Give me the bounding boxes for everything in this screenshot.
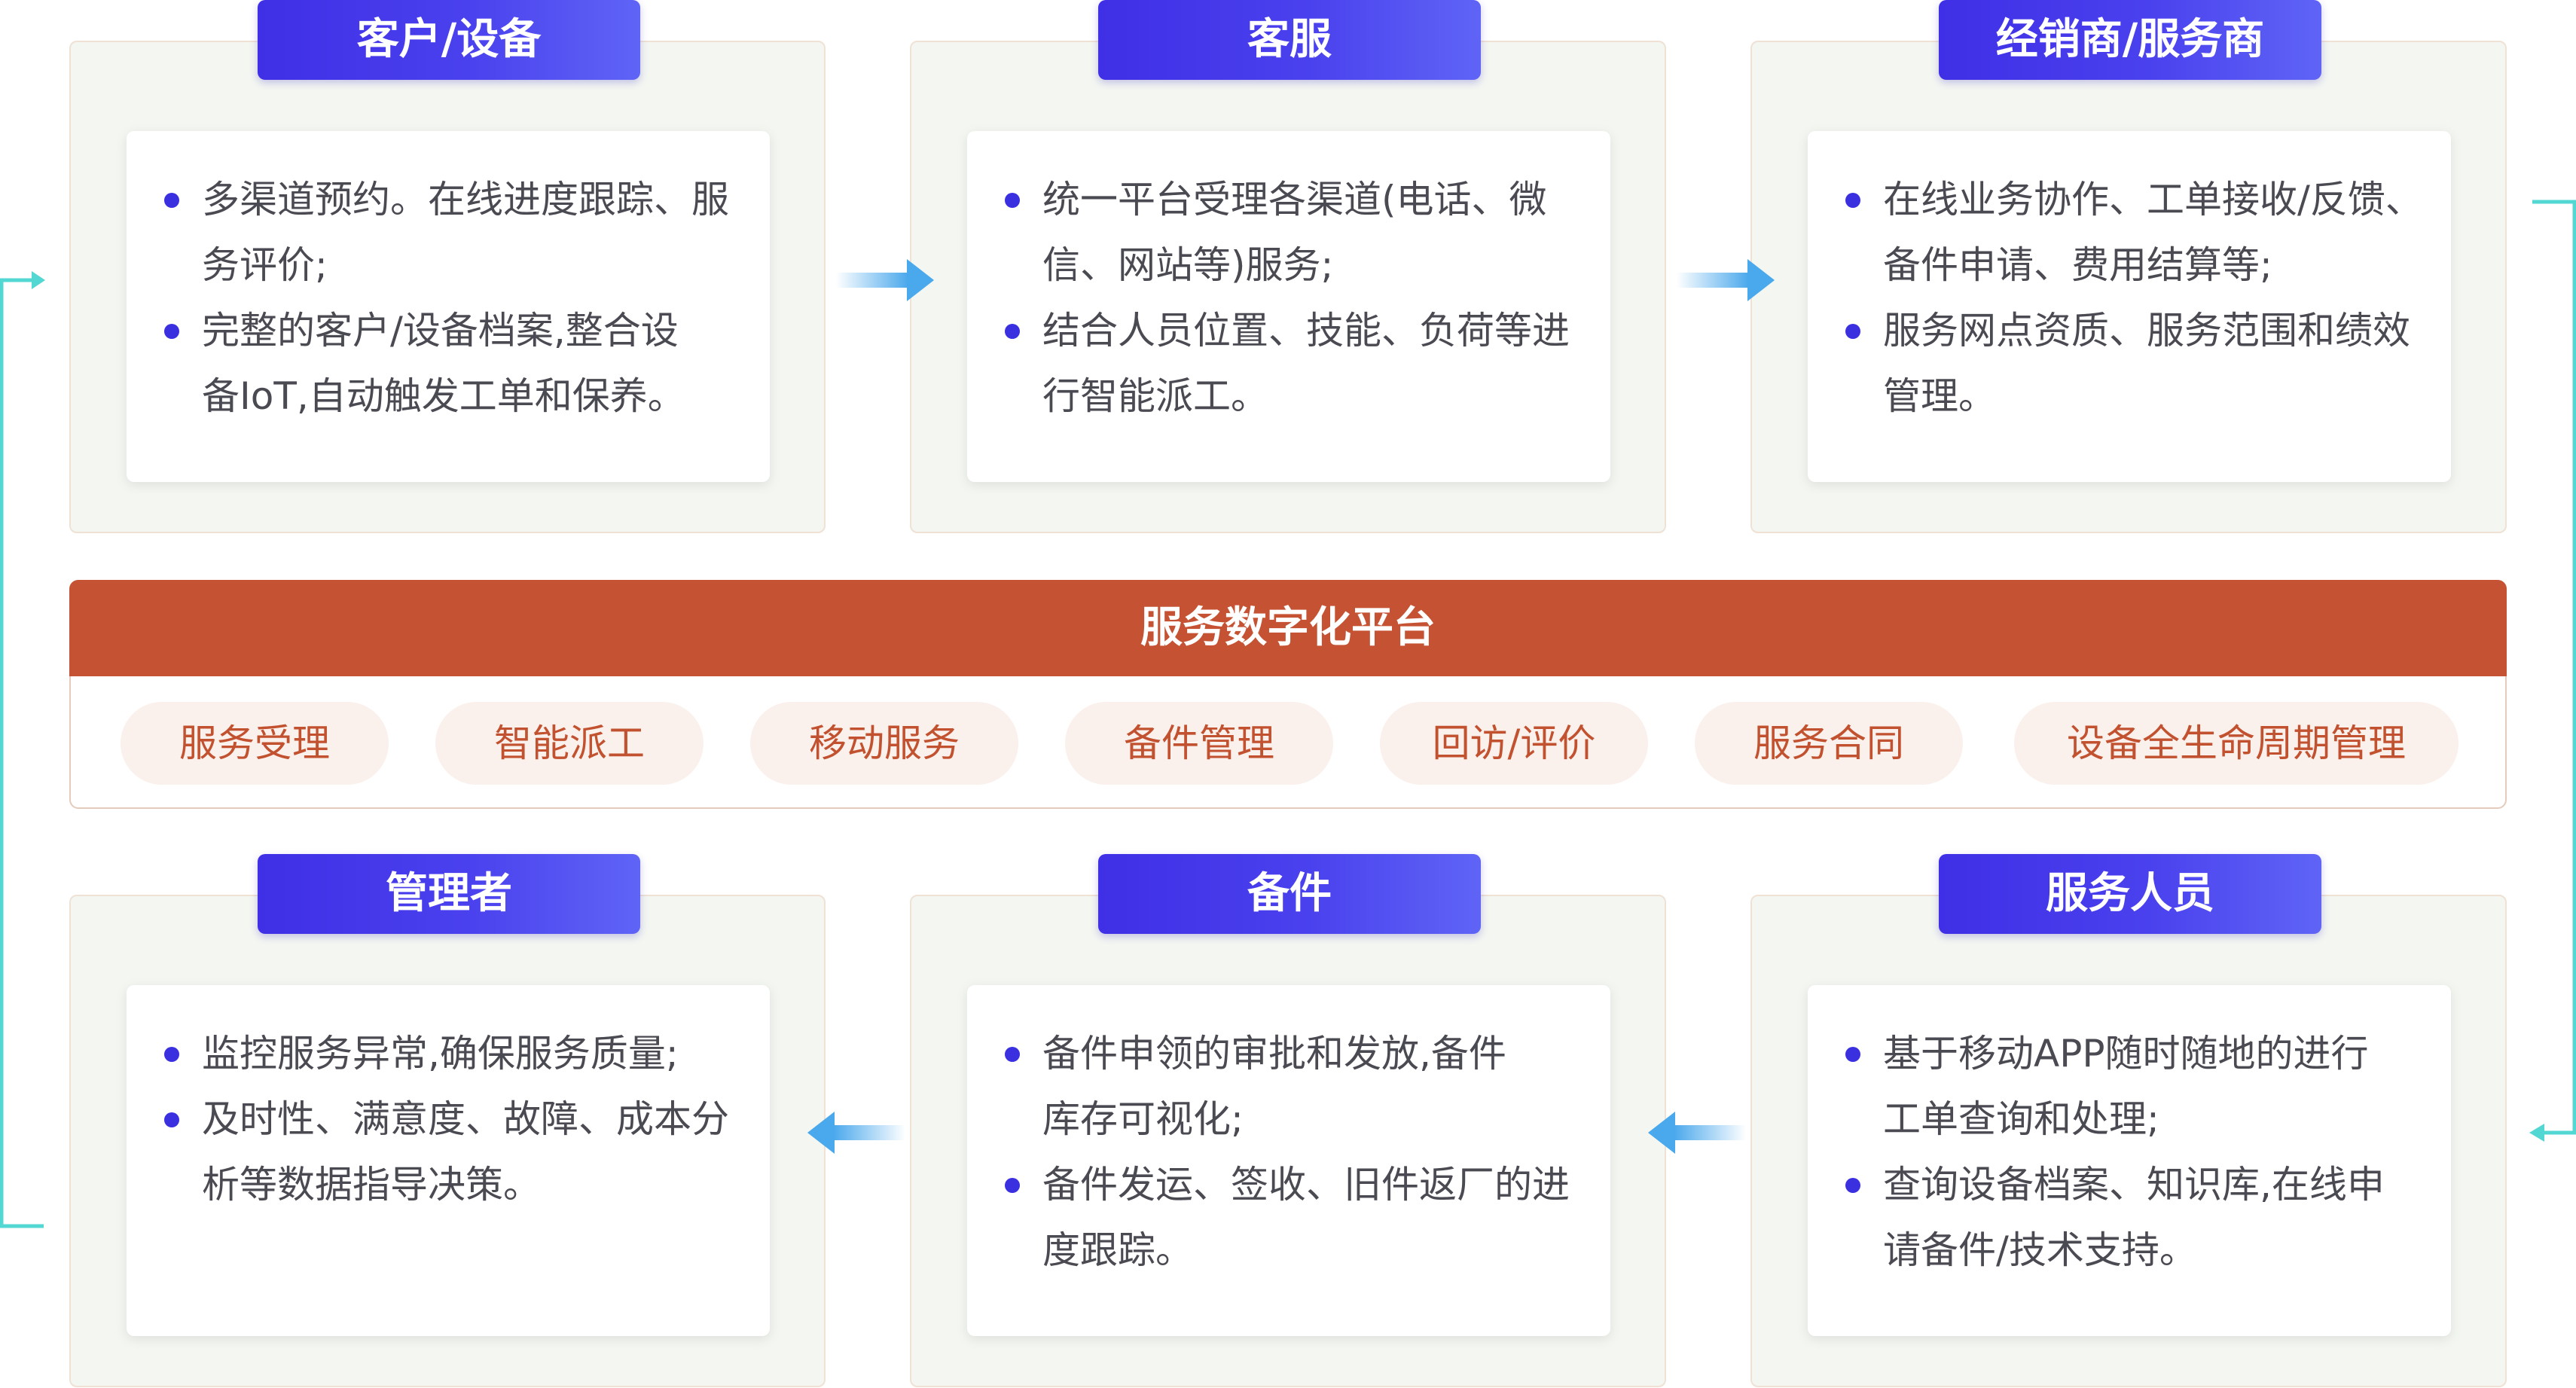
arrow-right-icon (836, 259, 934, 301)
feature-revisit-evaluation: 回访/评价 (1380, 702, 1648, 785)
bullet-dot-icon (164, 1112, 179, 1127)
bullet-line: 多渠道预约。在线进度跟踪、服 (202, 178, 729, 221)
bullet-list: 在线业务协作、工单接收/反馈、 备件申请、费用结算等; 服务网点资质、服务范围和… (1844, 167, 2427, 429)
card-title: 客服 (1098, 0, 1481, 80)
feature-service-contract: 服务合同 (1695, 702, 1963, 785)
bullet-dot-icon (164, 1047, 179, 1062)
right-connector (2529, 200, 2576, 1142)
bullet-dot-icon (1845, 193, 1860, 208)
bullet-line: 析等数据指导决策。 (202, 1163, 541, 1206)
card-manager: 管理者 监控服务异常,确保服务质量; 及时性、满意度、故障、成本分 析等数据指导… (69, 854, 826, 1387)
card-spare-parts: 备件 备件申领的审批和发放,备件 库存可视化; 备件发运、签收、旧件返厂的进 度… (910, 854, 1666, 1387)
arrow-right-icon (1677, 259, 1775, 301)
bullet-item: 监控服务异常,确保服务质量; (163, 1021, 746, 1087)
bullet-item: 及时性、满意度、故障、成本分 析等数据指导决策。 (163, 1087, 746, 1218)
bullet-line: 管理。 (1883, 374, 1996, 418)
bullet-item: 多渠道预约。在线进度跟踪、服 务评价; (163, 167, 746, 298)
bullet-list: 备件申领的审批和发放,备件 库存可视化; 备件发运、签收、旧件返厂的进 度跟踪。 (1003, 1021, 1586, 1283)
bullet-line: 及时性、满意度、故障、成本分 (202, 1097, 729, 1141)
bullet-item: 结合人员位置、技能、负荷等进 行智能派工。 (1003, 298, 1586, 429)
left-connector (0, 271, 45, 1228)
bullet-line: 服务网点资质、服务范围和绩效 (1883, 309, 2410, 352)
card-content: 监控服务异常,确保服务质量; 及时性、满意度、故障、成本分 析等数据指导决策。 (127, 985, 770, 1336)
bullet-dot-icon (1845, 1178, 1860, 1193)
bullet-item: 服务网点资质、服务范围和绩效 管理。 (1844, 298, 2427, 429)
bullet-line: 备件申领的审批和发放,备件 (1042, 1032, 1506, 1075)
bullet-line: 结合人员位置、技能、负荷等进 (1042, 309, 1570, 352)
card-content: 备件申领的审批和发放,备件 库存可视化; 备件发运、签收、旧件返厂的进 度跟踪。 (967, 985, 1610, 1336)
bullet-line: 在线业务协作、工单接收/反馈、 (1883, 178, 2423, 221)
bullet-item: 备件申领的审批和发放,备件 库存可视化; (1003, 1021, 1586, 1152)
bullet-dot-icon (1005, 324, 1020, 339)
bullet-item: 完整的客户/设备档案,整合设 备IoT,自动触发工单和保养。 (163, 298, 746, 429)
bullet-dot-icon (1005, 1178, 1020, 1193)
card-title: 备件 (1098, 854, 1481, 934)
bullet-line: 务评价; (202, 243, 328, 287)
bullet-item: 查询设备档案、知识库,在线申 请备件/技术支持。 (1844, 1152, 2427, 1283)
bullet-item: 基于移动APP随时随地的进行 工单查询和处理; (1844, 1021, 2427, 1152)
card-content: 在线业务协作、工单接收/反馈、 备件申请、费用结算等; 服务网点资质、服务范围和… (1808, 131, 2451, 482)
bullet-line: 行智能派工。 (1042, 374, 1268, 418)
card-content: 统一平台受理各渠道(电话、微 信、网站等)服务; 结合人员位置、技能、负荷等进 … (967, 131, 1610, 482)
service-platform: 服务数字化平台 服务受理 智能派工 移动服务 备件管理 回访/评价 服务合同 设… (69, 580, 2507, 809)
card-content: 基于移动APP随时随地的进行 工单查询和处理; 查询设备档案、知识库,在线申 请… (1808, 985, 2451, 1336)
bullet-list: 统一平台受理各渠道(电话、微 信、网站等)服务; 结合人员位置、技能、负荷等进 … (1003, 167, 1586, 429)
bullet-list: 监控服务异常,确保服务质量; 及时性、满意度、故障、成本分 析等数据指导决策。 (163, 1021, 746, 1218)
arrow-left-icon (1648, 1112, 1746, 1154)
bullet-dot-icon (164, 324, 179, 339)
feature-mobile-service: 移动服务 (750, 702, 1018, 785)
bullet-line: 备IoT,自动触发工单和保养。 (202, 374, 685, 418)
bullet-dot-icon (1845, 324, 1860, 339)
platform-title: 服务数字化平台 (69, 580, 2507, 676)
feature-lifecycle-management: 设备全生命周期管理 (2014, 702, 2458, 785)
bullet-dot-icon (1005, 193, 1020, 208)
bullet-line: 备件发运、签收、旧件返厂的进 (1042, 1163, 1570, 1206)
bullet-line: 监控服务异常,确保服务质量; (202, 1032, 679, 1075)
bullet-line: 度跟踪。 (1042, 1228, 1193, 1272)
bullet-line: 统一平台受理各渠道(电话、微 (1042, 178, 1547, 221)
card-customer-device: 客户/设备 多渠道预约。在线进度跟踪、服 务评价; 完整的客户/设备档案,整合设… (69, 0, 826, 533)
bullet-line: 库存可视化; (1042, 1097, 1244, 1141)
card-service-staff: 服务人员 基于移动APP随时随地的进行 工单查询和处理; 查询设备档案、知识库,… (1750, 854, 2507, 1387)
bullet-list: 多渠道预约。在线进度跟踪、服 务评价; 完整的客户/设备档案,整合设 备IoT,… (163, 167, 746, 429)
card-customer-service: 客服 统一平台受理各渠道(电话、微 信、网站等)服务; 结合人员位置、技能、负荷… (910, 0, 1666, 533)
bullet-list: 基于移动APP随时随地的进行 工单查询和处理; 查询设备档案、知识库,在线申 请… (1844, 1021, 2427, 1283)
feature-smart-dispatch: 智能派工 (435, 702, 704, 785)
card-title: 管理者 (258, 854, 640, 934)
card-title: 经销商/服务商 (1939, 0, 2321, 80)
card-dealer-provider: 经销商/服务商 在线业务协作、工单接收/反馈、 备件申请、费用结算等; 服务网点… (1750, 0, 2507, 533)
card-title: 客户/设备 (258, 0, 640, 80)
arrow-left-icon (807, 1112, 905, 1154)
bullet-dot-icon (1005, 1047, 1020, 1062)
bullet-line: 完整的客户/设备档案,整合设 (202, 309, 679, 352)
bullet-line: 查询设备档案、知识库,在线申 (1883, 1163, 2385, 1206)
bullet-item: 备件发运、签收、旧件返厂的进 度跟踪。 (1003, 1152, 1586, 1283)
card-title: 服务人员 (1939, 854, 2321, 934)
bullet-item: 在线业务协作、工单接收/反馈、 备件申请、费用结算等; (1844, 167, 2427, 298)
bullet-item: 统一平台受理各渠道(电话、微 信、网站等)服务; (1003, 167, 1586, 298)
bullet-dot-icon (164, 193, 179, 208)
bullet-line: 基于移动APP随时随地的进行 (1883, 1032, 2369, 1075)
card-content: 多渠道预约。在线进度跟踪、服 务评价; 完整的客户/设备档案,整合设 备IoT,… (127, 131, 770, 482)
bullet-line: 工单查询和处理; (1883, 1097, 2159, 1141)
bullet-line: 请备件/技术支持。 (1883, 1228, 2197, 1272)
bullet-line: 信、网站等)服务; (1042, 243, 1334, 287)
feature-service-acceptance: 服务受理 (121, 702, 389, 785)
bullet-dot-icon (1845, 1047, 1860, 1062)
feature-spare-parts: 备件管理 (1065, 702, 1333, 785)
bullet-line: 备件申请、费用结算等; (1883, 243, 2272, 287)
